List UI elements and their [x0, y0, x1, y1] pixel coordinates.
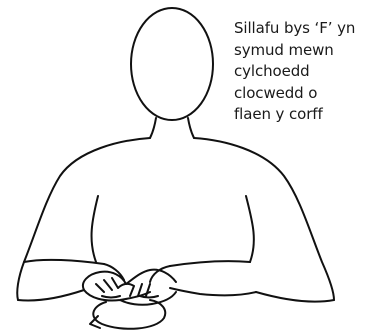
right-arm-inner	[246, 196, 254, 262]
instruction-caption: Sillafu bys ‘F’ yn symud mewn cylchoedd …	[234, 18, 386, 126]
hands-shape	[83, 264, 256, 305]
right-forearm	[170, 261, 334, 301]
caption-line: Sillafu bys ‘F’ yn	[234, 18, 386, 40]
left-arm-inner	[92, 196, 98, 262]
caption-line: symud mewn	[234, 40, 386, 62]
caption-line: clocwedd o	[234, 83, 386, 105]
torso-outline	[17, 138, 334, 300]
caption-line: cylchoedd	[234, 61, 386, 83]
fingers-detail	[96, 278, 158, 298]
caption-line: flaen y corff	[234, 104, 386, 126]
head-shape	[131, 8, 213, 120]
left-forearm	[18, 260, 104, 301]
